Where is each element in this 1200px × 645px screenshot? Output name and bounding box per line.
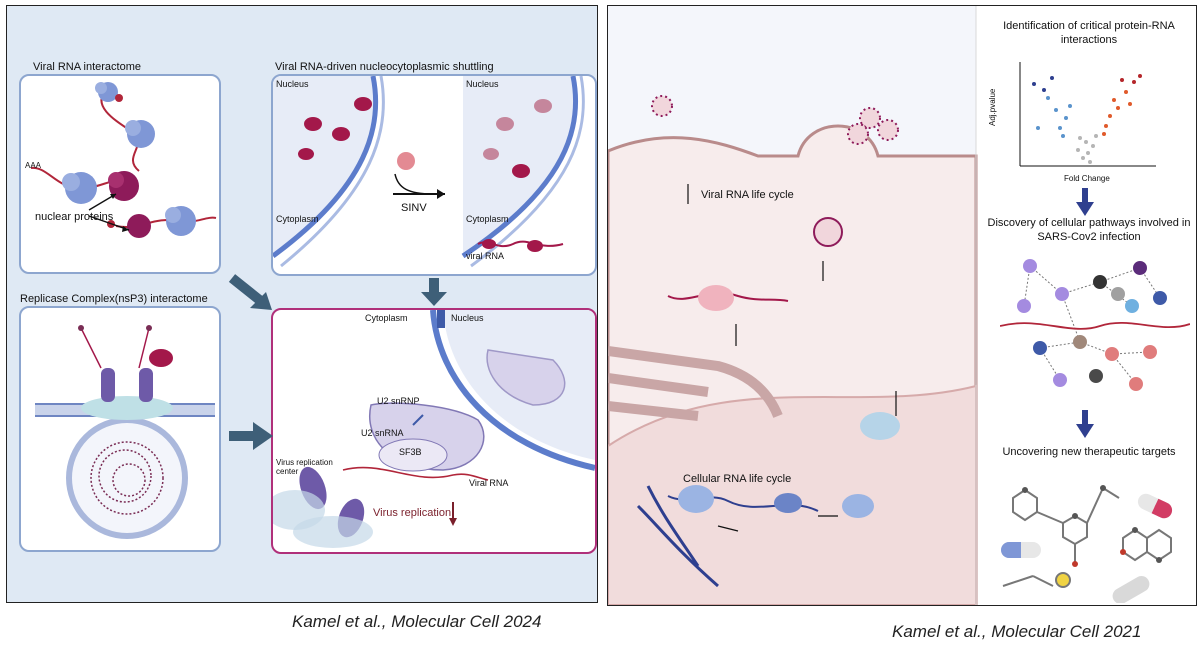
protein-blob-icon — [127, 214, 151, 238]
capsule-icon — [1137, 493, 1173, 519]
protein-blob-icon — [165, 206, 196, 236]
arrow-right-replicase — [229, 422, 273, 450]
label-fold-change: Fold Change — [1064, 174, 1110, 183]
label-discovery: Discovery of cellular pathways involved … — [987, 217, 1191, 243]
molecule-icon — [1002, 572, 1071, 588]
virus-icon — [877, 119, 899, 141]
label-cytoplasm-b: Cytoplasm — [466, 214, 509, 224]
citation-2021: Kamel et al., Molecular Cell 2021 — [892, 622, 1142, 641]
capsule-icon — [1112, 576, 1150, 603]
protein-blob-icon — [527, 240, 543, 252]
arrow-down-1 — [1076, 188, 1094, 216]
molecule-icon — [1122, 528, 1172, 562]
protein-blob-icon — [149, 349, 173, 367]
label-viral-rna-b: viral RNA — [466, 251, 505, 261]
label-cytoplasm-a: Cytoplasm — [276, 214, 319, 224]
protein-blob-icon — [1125, 299, 1139, 313]
therapeutic-targets-illustration — [1001, 485, 1173, 603]
label-virus-replication-center: Virus replication center — [276, 458, 333, 476]
label-nucleus-a: Nucleus — [276, 79, 309, 89]
label-sinv: SINV — [401, 202, 427, 214]
protein-blob-icon — [1073, 335, 1087, 349]
protein-blob-icon — [332, 127, 350, 141]
citation-2024: Kamel et al., Molecular Cell 2024 — [292, 612, 542, 631]
label-aaa: AAA — [25, 161, 42, 170]
right-figure-panel: Viral RNA life cycle Cellular RNA life c… — [607, 5, 1197, 606]
network-graph-icon — [1000, 259, 1190, 391]
card-viral-rna-interactome: AAA nuclear proteins — [19, 74, 221, 274]
protein-blob-icon — [1089, 369, 1103, 383]
protein-blob-icon — [1133, 261, 1147, 275]
protein-blob-icon — [125, 120, 155, 148]
volcano-plot-icon — [1019, 62, 1156, 167]
protein-blob-icon — [534, 99, 552, 113]
protein-blob-icon — [1111, 287, 1125, 301]
label-cellular-rna-life-cycle: Cellular RNA life cycle — [683, 473, 792, 485]
label-cytoplasm-c: Cytoplasm — [365, 313, 408, 323]
protein-blob-icon — [482, 239, 496, 249]
virus-icon — [847, 123, 869, 145]
label-nucleus-b: Nucleus — [466, 79, 499, 89]
protein-blob-icon — [62, 172, 97, 204]
protein-blob-icon — [496, 117, 514, 131]
card-replicase-interactome — [19, 306, 221, 552]
protein-blob-icon — [354, 97, 372, 111]
virus-icon — [859, 107, 881, 129]
label-nuclear-proteins: nuclear proteins — [35, 211, 114, 223]
arrow-down-2 — [1076, 410, 1094, 438]
protein-blob-icon — [512, 164, 530, 178]
label-uncovering: Uncovering new therapeutic targets — [1002, 446, 1176, 458]
label-u2-snrnp: U2 snRNP — [377, 396, 420, 406]
protein-blob-icon — [1055, 287, 1069, 301]
virus-icon — [651, 95, 673, 117]
title-replicase-interactome: Replicase Complex(nsP3) interactome — [20, 293, 208, 305]
protein-blob-icon — [1033, 341, 1047, 355]
card-nucleocytoplasmic-shuttling: Nucleus Cytoplasm SINV Nucleus Cytoplasm… — [271, 74, 597, 276]
left-figure-panel: Viral RNA interactome Viral RNA-driven n… — [6, 5, 598, 603]
cell-illustration — [608, 6, 978, 605]
protein-blob-icon — [304, 117, 322, 131]
title-nucleocytoplasmic-shuttling: Viral RNA-driven nucleocytoplasmic shutt… — [275, 61, 494, 73]
protein-blob-icon — [1153, 291, 1167, 305]
capsule-icon — [1001, 542, 1041, 558]
protein-blob-icon — [1105, 347, 1119, 361]
protein-blob-icon — [1023, 259, 1037, 273]
title-viral-rna-interactome: Viral RNA interactome — [33, 61, 142, 73]
virus-icon — [397, 152, 415, 170]
label-sf3b: SF3B — [399, 447, 422, 457]
label-viral-rna-c: Viral RNA — [469, 478, 509, 488]
label-virus-replication: Virus replication — [373, 507, 452, 519]
protein-blob-icon — [101, 368, 115, 402]
protein-blob-icon — [298, 148, 314, 160]
label-adj-pvalue: Adj.pvalue — [988, 88, 997, 126]
label-identification: Identification of critical protein-RNA i… — [1003, 20, 1175, 46]
protein-blob-icon — [1143, 345, 1157, 359]
protein-blob-icon — [1053, 373, 1067, 387]
protein-blob-icon — [1017, 299, 1031, 313]
arrow-to-splicing-card — [228, 274, 272, 310]
virus-icon — [813, 217, 843, 247]
arrow-down-shuttling — [421, 278, 447, 306]
protein-blob-icon — [139, 368, 153, 402]
card-splicing-virus-replication: Cytoplasm Nucleus U2 snRNP U2 snRNA SF3B… — [271, 308, 597, 554]
protein-blob-icon — [483, 148, 499, 160]
label-nucleus-c: Nucleus — [451, 313, 484, 323]
protein-blob-icon — [1093, 275, 1107, 289]
protein-blob-icon — [1129, 377, 1143, 391]
label-viral-rna-life-cycle: Viral RNA life cycle — [701, 189, 794, 201]
protein-blob-icon — [108, 171, 139, 201]
protein-blob-icon — [95, 82, 118, 102]
label-u2-snrna: U2 snRNA — [361, 428, 404, 438]
